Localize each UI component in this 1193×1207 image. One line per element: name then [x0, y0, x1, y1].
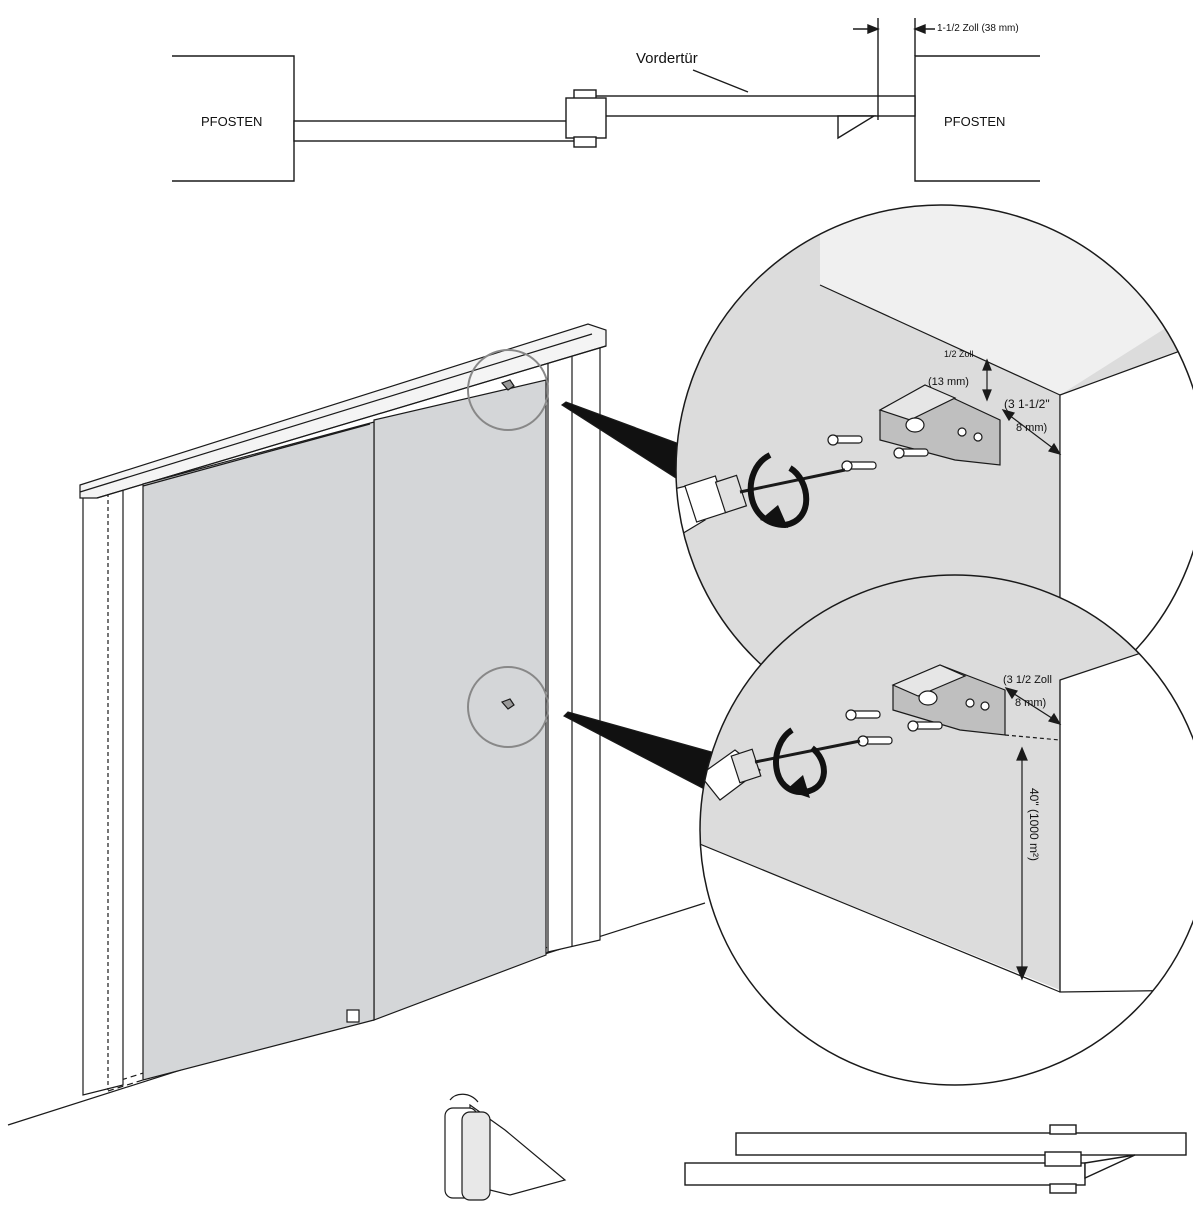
dim-half-inch-label: 1/2 Zoll [944, 349, 974, 359]
rear-door-plan [293, 120, 585, 142]
perspective-view [7, 323, 741, 1126]
callout-circle-top [467, 349, 549, 431]
door-plan-lower [684, 1162, 1086, 1186]
front-door-label: Vordertür [636, 50, 698, 67]
post-left-label: PFOSTEN [201, 114, 262, 129]
door-plan-upper [735, 1132, 1187, 1156]
screws-top [827, 434, 929, 472]
bracket-mini-bottom [500, 698, 515, 710]
screwdriver-bottom [700, 739, 861, 801]
floor-guide-wedge [837, 115, 877, 140]
screws-bottom [845, 709, 943, 747]
dim-3-half-bottom-label: (3 1/2 Zoll [1003, 674, 1052, 686]
detail-circle-bottom: (3 1/2 Zoll 8 mm) 40" (1000 m²) [699, 574, 1193, 1086]
screwdriver-top [676, 468, 846, 536]
left-frame-post [82, 481, 124, 1096]
top-plan-view [172, 18, 1040, 182]
callout-circle-bottom [467, 666, 549, 748]
dim-3-half-label: (3 1-1/2" [1004, 397, 1050, 411]
bracket-mini-top [500, 379, 515, 391]
post-right-label: PFOSTEN [944, 114, 1005, 129]
floor-guide-small [346, 1009, 360, 1023]
detail-circle-bottom-border [699, 574, 1193, 1086]
hinge-bottom [573, 136, 597, 148]
dim-8mm-bottom-label: 8 mm) [1015, 697, 1046, 709]
dim-8mm-top-label: 8 mm) [1016, 422, 1047, 434]
front-door-panel [142, 421, 375, 1081]
bracket-bottom [891, 664, 1006, 736]
front-door-plan [583, 95, 916, 117]
hinge-mid [565, 97, 607, 139]
dim-13mm-label: (13 mm) [928, 376, 969, 388]
left-post-outline [172, 55, 295, 182]
bottom-plan-view [684, 1124, 1187, 1194]
rear-door-panel [373, 379, 547, 1021]
height-dimension-label: 40" (1000 m²) [1027, 788, 1041, 861]
gap-dimension-label: 1-1/2 Zoll (38 mm) [937, 23, 1019, 34]
bracket-top [878, 384, 1001, 466]
floor-guide-detail [444, 1093, 567, 1201]
right-frame-post [547, 337, 601, 953]
right-post-outline [914, 55, 1040, 182]
